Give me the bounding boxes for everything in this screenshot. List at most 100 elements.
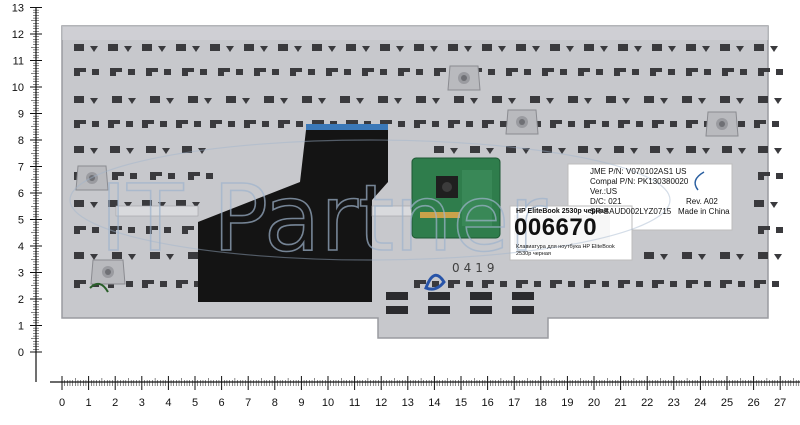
key-cutout <box>560 69 567 75</box>
sticker-description: Клавиатура для ноутбука HP EliteBook 253… <box>516 244 615 257</box>
key-cutout <box>434 68 446 76</box>
key-cutout <box>74 68 86 76</box>
key-cutout <box>264 96 274 103</box>
key-cutout <box>704 69 711 75</box>
key-cutout <box>636 121 643 127</box>
key-cutout <box>524 69 531 75</box>
key-cutout <box>90 202 98 208</box>
ruler-left-label: 10 <box>12 82 24 94</box>
key-cutout <box>736 46 744 52</box>
key-cutout <box>158 46 166 52</box>
key-cutout <box>242 98 250 104</box>
key-cutout <box>128 254 136 260</box>
ribbon-contacts <box>306 124 388 132</box>
key-cutout <box>176 120 188 128</box>
key-cutout <box>380 44 390 51</box>
key-cutout <box>644 252 654 259</box>
key-cutout <box>150 252 160 259</box>
key-cutout <box>236 69 243 75</box>
key-cutout <box>758 226 770 234</box>
key-cutout <box>488 69 495 75</box>
label-jme-pn: JME P/N: V070102AS1 US <box>590 167 687 176</box>
key-cutout <box>652 44 662 51</box>
key-cutout <box>636 281 643 287</box>
key-cutout <box>226 46 234 52</box>
key-cutout <box>738 121 745 127</box>
key-cutout <box>600 46 608 52</box>
key-cutout <box>720 44 730 51</box>
key-cutout <box>558 148 566 154</box>
key-cutout <box>470 146 480 153</box>
key-cutout <box>108 200 118 207</box>
key-cutout <box>74 120 86 128</box>
sticker-code: 006670 <box>514 214 598 241</box>
key-cutout <box>774 148 782 154</box>
key-cutout <box>486 148 494 154</box>
key-cutout <box>146 226 158 234</box>
key-cutout <box>704 281 711 287</box>
key-cutout <box>754 280 766 288</box>
key-cutout <box>90 98 98 104</box>
label-compal-pn: Compal P/N: PK130380020 <box>590 177 689 186</box>
ruler-bottom-label: 18 <box>535 397 547 409</box>
key-cutout <box>194 121 201 127</box>
key-cutout <box>686 68 698 76</box>
key-cutout <box>278 44 288 51</box>
key-cutout <box>112 172 124 180</box>
key-cutout <box>254 68 266 76</box>
key-cutout <box>428 292 450 300</box>
key-cutout <box>110 146 120 153</box>
key-cutout <box>596 69 603 75</box>
key-cutout <box>344 69 351 75</box>
ruler-left-label: 12 <box>12 29 24 41</box>
key-cutout <box>630 148 638 154</box>
key-cutout <box>356 98 364 104</box>
key-cutout <box>182 68 194 76</box>
key-cutout <box>244 120 256 128</box>
key-cutout <box>650 146 660 153</box>
key-cutout <box>622 98 630 104</box>
key-cutout <box>584 120 596 128</box>
key-cutout <box>280 98 288 104</box>
key-cutout <box>126 121 133 127</box>
key-cutout <box>534 281 541 287</box>
key-cutout <box>168 173 175 179</box>
key-cutout <box>362 46 370 52</box>
key-cutout <box>498 46 506 52</box>
key-cutout <box>176 200 186 207</box>
key-cutout <box>454 96 464 103</box>
ruler-bottom-label: 23 <box>668 397 680 409</box>
key-cutout <box>508 98 516 104</box>
key-cutout <box>126 281 133 287</box>
key-cutout <box>660 98 668 104</box>
key-cutout <box>158 202 166 208</box>
key-cutout <box>396 46 404 52</box>
ruler-left-label: 11 <box>13 56 24 68</box>
key-cutout <box>312 44 322 51</box>
key-cutout <box>606 96 616 103</box>
key-cutout <box>414 44 424 51</box>
key-cutout <box>550 44 560 51</box>
key-cutout <box>568 121 575 127</box>
key-cutout <box>108 120 120 128</box>
key-cutout <box>668 69 675 75</box>
key-cutout <box>90 148 98 154</box>
ruler-bottom-label: 5 <box>192 397 198 409</box>
key-cutout <box>142 120 154 128</box>
key-cutout <box>146 146 156 153</box>
key-cutout <box>758 146 768 153</box>
key-cutout <box>738 148 746 154</box>
key-cutout <box>512 306 534 314</box>
key-cutout <box>188 172 200 180</box>
ruler-bottom-label: 16 <box>481 397 493 409</box>
key-cutout <box>758 68 770 76</box>
key-cutout <box>326 68 338 76</box>
key-cutout <box>466 281 473 287</box>
key-cutout <box>398 121 405 127</box>
handwritten-mark <box>424 273 446 291</box>
ruler-bottom-label: 4 <box>165 397 171 409</box>
key-cutout <box>774 254 782 260</box>
key-cutout <box>378 96 388 103</box>
key-cutout <box>112 252 122 259</box>
